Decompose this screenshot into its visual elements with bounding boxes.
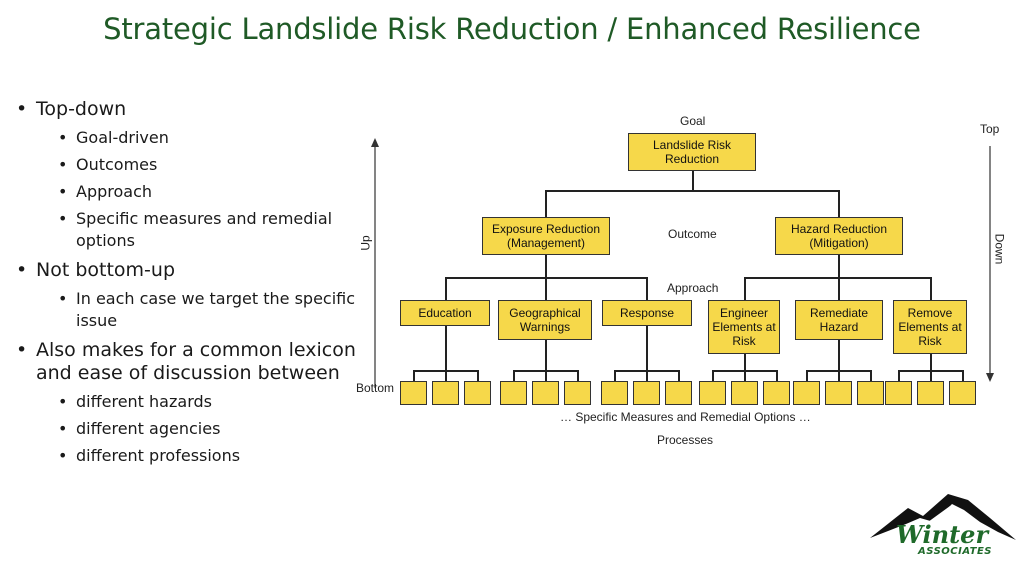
bullet-group-not-bottom-up: Not bottom-up In each case we target the…: [16, 259, 376, 332]
sub-bullet-goal-driven: Goal-driven: [16, 127, 376, 149]
measure-box: [563, 381, 591, 405]
connector: [930, 370, 932, 381]
connector: [678, 370, 680, 381]
connector: [545, 370, 547, 381]
connector: [806, 370, 808, 381]
processes-label: Processes: [657, 433, 714, 447]
connector: [445, 370, 447, 381]
approach-box-engineer-elements: Engineer Elements at Risk: [708, 300, 780, 354]
logo-text-main: Winter: [896, 520, 989, 549]
measure-box: [431, 381, 459, 405]
sub-bullet-target-specific: In each case we target the specific issu…: [16, 288, 376, 332]
bottom-label: Bottom: [356, 381, 395, 395]
connector: [513, 370, 515, 381]
hierarchy-diagram: Up Down Top Bottom Goal Outcome Approach…: [350, 108, 1010, 458]
connector: [646, 370, 648, 381]
connector: [545, 340, 547, 370]
sub-bullet-outcomes: Outcomes: [16, 154, 376, 176]
connector: [744, 370, 746, 381]
sub-bullet-professions: different professions: [16, 445, 376, 467]
connector: [898, 370, 900, 381]
down-label: Down: [992, 233, 1007, 265]
connector: [776, 370, 778, 381]
approach-box-remove-elements: Remove Elements at Risk: [893, 300, 967, 354]
goal-label: Goal: [680, 114, 706, 128]
bullet-group-lexicon: Also makes for a common lexicon and ease…: [16, 339, 376, 467]
outcome-label: Outcome: [668, 227, 717, 241]
sub-bullet-specific-measures: Specific measures and remedial options: [16, 208, 376, 252]
approach-box-geographical-warnings: Geographical Warnings: [498, 300, 592, 340]
connector: [744, 354, 746, 370]
connector: [614, 370, 616, 381]
connector: [692, 170, 694, 190]
measure-box: [698, 381, 726, 405]
measure-box: [399, 381, 427, 405]
measure-box: [792, 381, 820, 405]
measure-box: [632, 381, 660, 405]
outcome-box-hazard-reduction: Hazard Reduction (Mitigation): [775, 217, 903, 255]
measure-box: [916, 381, 944, 405]
measure-box: [884, 381, 912, 405]
connector: [646, 277, 648, 300]
bullet-list: Top-down Goal-driven Outcomes Approach S…: [16, 98, 376, 474]
measure-box: [762, 381, 790, 405]
approach-box-education: Education: [400, 300, 490, 326]
connector: [930, 277, 932, 300]
winter-associates-logo: Winter ASSOCIATES: [868, 488, 1018, 564]
sub-bullet-agencies: different agencies: [16, 418, 376, 440]
slide-title: Strategic Landslide Risk Reduction / Enh…: [103, 12, 921, 46]
measure-box: [664, 381, 692, 405]
bullet-common-lexicon: Also makes for a common lexicon and ease…: [16, 339, 376, 385]
connector: [577, 370, 579, 381]
connector: [744, 277, 746, 300]
connector: [545, 190, 839, 192]
connector: [646, 326, 648, 370]
connector: [838, 254, 840, 278]
connector: [413, 370, 415, 381]
connector: [962, 370, 964, 381]
connector: [838, 190, 840, 217]
connector: [838, 277, 840, 300]
bullet-top-down: Top-down: [16, 98, 376, 121]
bullet-group-top-down: Top-down Goal-driven Outcomes Approach S…: [16, 98, 376, 252]
connector: [545, 190, 547, 217]
connector: [445, 326, 447, 370]
bullet-not-bottom-up: Not bottom-up: [16, 259, 376, 282]
connector: [445, 277, 447, 300]
connector: [545, 277, 547, 300]
connector: [744, 277, 931, 279]
measure-box: [499, 381, 527, 405]
mountain-logo-icon: [870, 494, 1016, 540]
connector: [838, 370, 840, 381]
connector: [545, 254, 547, 278]
down-arrow: [986, 146, 994, 382]
goal-box: Landslide Risk Reduction: [628, 133, 756, 171]
up-label: Up: [358, 235, 373, 251]
top-label: Top: [980, 122, 1000, 136]
measure-box: [856, 381, 884, 405]
outcome-box-exposure-reduction: Exposure Reduction (Management): [482, 217, 610, 255]
measure-box: [730, 381, 758, 405]
connector: [930, 354, 932, 370]
sub-bullet-hazards: different hazards: [16, 391, 376, 413]
up-arrow: [371, 138, 379, 388]
approach-box-remediate-hazard: Remediate Hazard: [795, 300, 883, 340]
connector: [870, 370, 872, 381]
measure-box: [600, 381, 628, 405]
approach-box-response: Response: [602, 300, 692, 326]
measure-box: [463, 381, 491, 405]
approach-label: Approach: [667, 281, 719, 295]
sub-bullet-approach: Approach: [16, 181, 376, 203]
connector: [477, 370, 479, 381]
logo-text-sub: ASSOCIATES: [918, 546, 992, 557]
measure-box: [531, 381, 559, 405]
measure-box: [948, 381, 976, 405]
measure-box: [824, 381, 852, 405]
connector: [838, 340, 840, 370]
connector: [712, 370, 714, 381]
measures-label: … Specific Measures and Remedial Options…: [560, 410, 811, 424]
